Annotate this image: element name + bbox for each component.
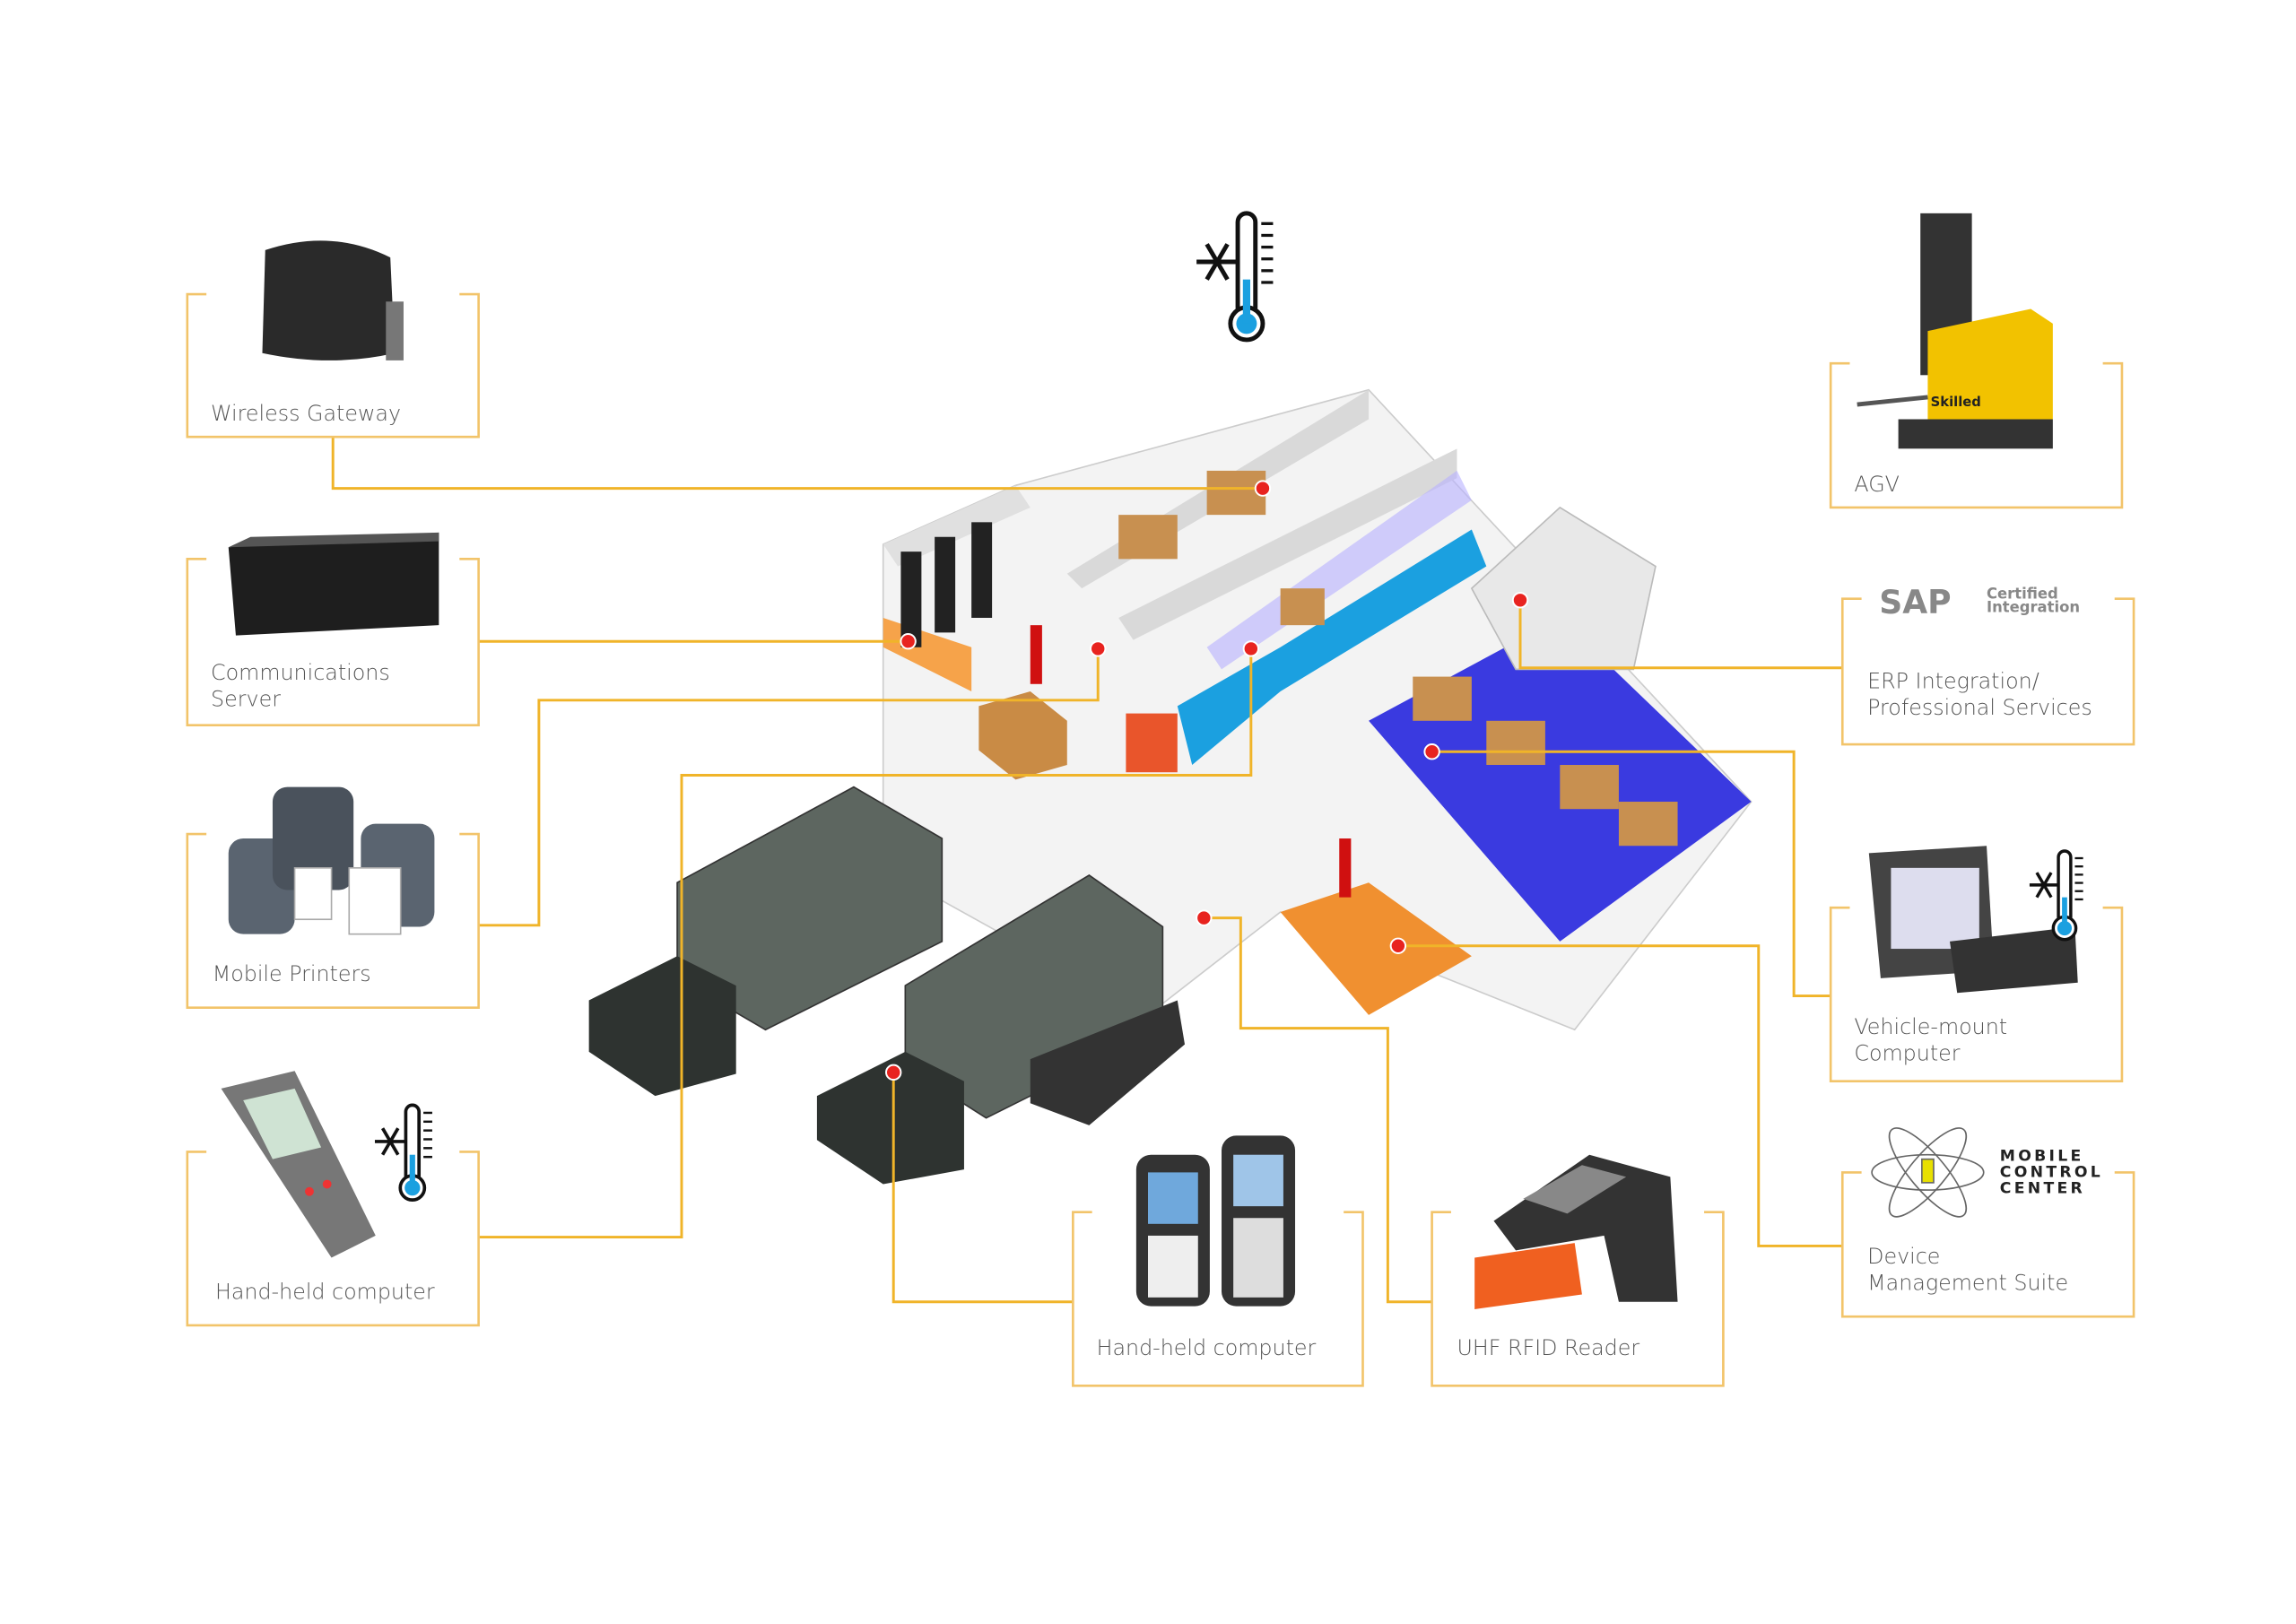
sap-certified-logo: SAP Certified Integration (1879, 584, 2080, 621)
svg-text:SAP: SAP (1879, 584, 1951, 621)
mobile-control-center-logo: MOBILE CONTROL CENTER (1871, 1127, 2103, 1218)
agv-brand: Skilled (1931, 395, 1981, 410)
svg-text:MOBILE: MOBILE (2000, 1147, 2084, 1165)
uhf-rfid-reader-label: UHF RFID Reader (1457, 1335, 1639, 1360)
handheld-computer-center-label: Hand-held computer (1097, 1335, 1317, 1360)
vehicle-mount-computer-image (1868, 846, 2078, 994)
device-management-label-2: Management Suite (1867, 1271, 2068, 1296)
communications-server-label-2: Server (211, 686, 281, 711)
location-markers (885, 480, 1529, 1081)
agv-card[interactable]: Skilled AGV (1829, 213, 2124, 509)
communications-server-label-1: Communications (211, 660, 390, 685)
wireless-gateway-image (262, 240, 404, 360)
vehicle-mount-label-2: Computer (1854, 1041, 1960, 1066)
vehicle-mount-computer-card[interactable]: Vehicle-mount Computer (1829, 846, 2124, 1083)
handheld-computer-left-label: Hand-held computer (215, 1279, 435, 1304)
mobile-printers-image (228, 786, 435, 935)
agv-label: AGV (1854, 472, 1900, 497)
handheld-computer-center-card[interactable]: Hand-held computer (1072, 1135, 1364, 1387)
mobile-printers-card[interactable]: Mobile Printers (186, 786, 480, 1009)
uhf-rfid-reader-image (1474, 1154, 1678, 1309)
mobile-printers-label: Mobile Printers (213, 961, 371, 986)
vehicle-mount-label-1: Vehicle-mount (1854, 1014, 2007, 1039)
erp-label-2: Professional Services (1867, 695, 2092, 720)
svg-text:Integration: Integration (1987, 598, 2080, 615)
svg-text:Certified: Certified (1987, 586, 2058, 603)
communications-server-card[interactable]: Communications Server (186, 532, 480, 727)
wireless-gateway-label: Wireless Gateway (211, 401, 401, 426)
cold-rated-thermometer-icon (2028, 849, 2085, 942)
wireless-gateway-card[interactable]: Wireless Gateway (186, 240, 480, 439)
device-management-label-1: Device (1867, 1244, 1940, 1269)
connector-lines (331, 437, 1843, 1304)
uhf-rfid-reader-card[interactable]: UHF RFID Reader (1431, 1154, 1725, 1387)
erp-label-1: ERP Integration/ (1867, 669, 2039, 694)
cold-rated-thermometer-icon (373, 1103, 434, 1203)
agv-image: Skilled (1857, 213, 2053, 449)
handheld-computer-left-card[interactable]: Hand-held computer (186, 1071, 480, 1327)
cold-storage-thermometer-icon (1196, 213, 1273, 340)
warehouse-building (588, 388, 1752, 1185)
device-management-card[interactable]: MOBILE CONTROL CENTER Device Management … (1840, 1118, 2135, 1318)
handheld-computers-image (1135, 1135, 1296, 1307)
svg-text:CONTROL: CONTROL (2000, 1163, 2103, 1181)
erp-integration-card[interactable]: SAP Certified Integration ERP Integratio… (1840, 584, 2135, 746)
handheld-computer-image (221, 1071, 376, 1258)
svg-text:CENTER: CENTER (2000, 1179, 2085, 1197)
communications-server-image (228, 532, 439, 636)
